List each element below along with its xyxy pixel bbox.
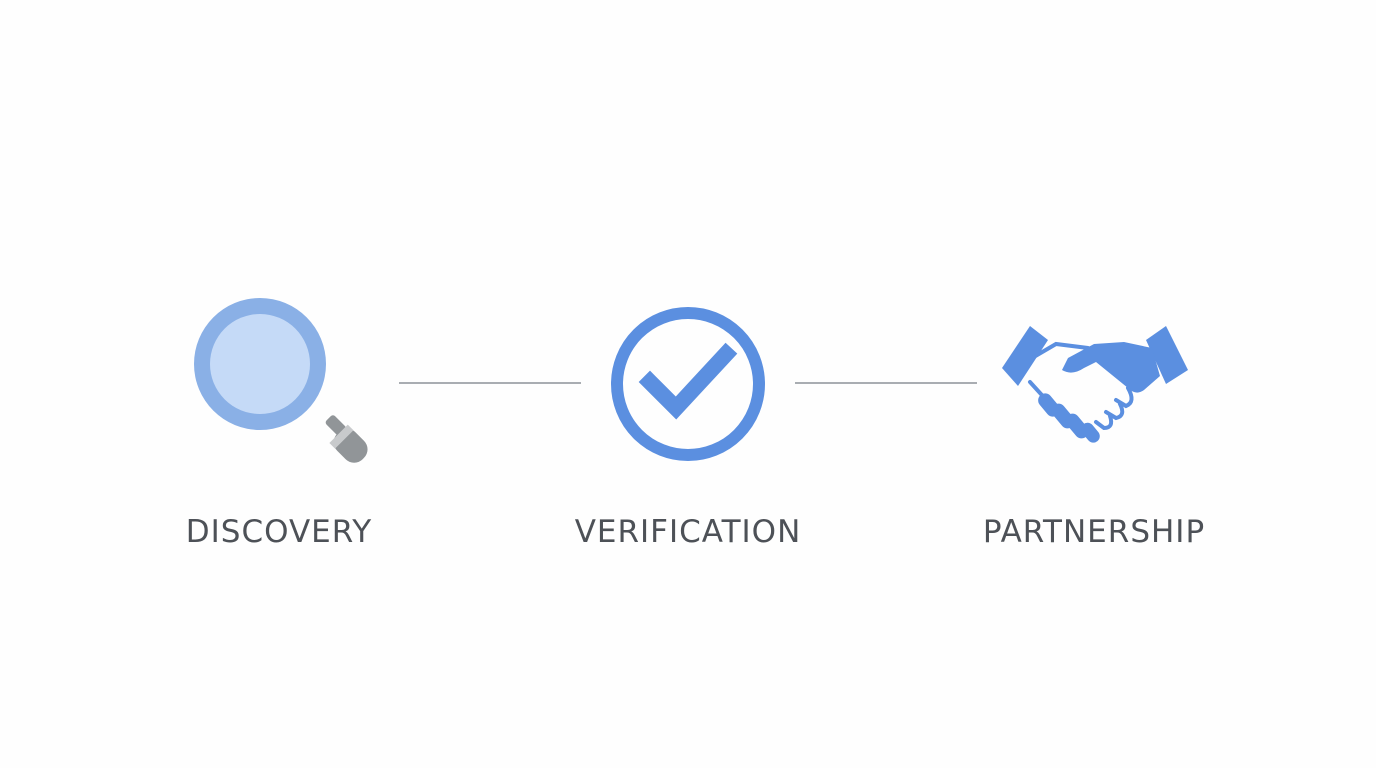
connector-line <box>795 382 977 384</box>
check-circle-icon <box>606 302 770 466</box>
step-label-partnership: PARTNERSHIP <box>982 514 1206 550</box>
step-label-verification: VERIFICATION <box>574 514 802 550</box>
handshake-icon <box>996 318 1192 448</box>
step-label-discovery: DISCOVERY <box>185 514 373 550</box>
magnifying-glass-icon <box>188 292 372 476</box>
connector-line <box>399 382 581 384</box>
